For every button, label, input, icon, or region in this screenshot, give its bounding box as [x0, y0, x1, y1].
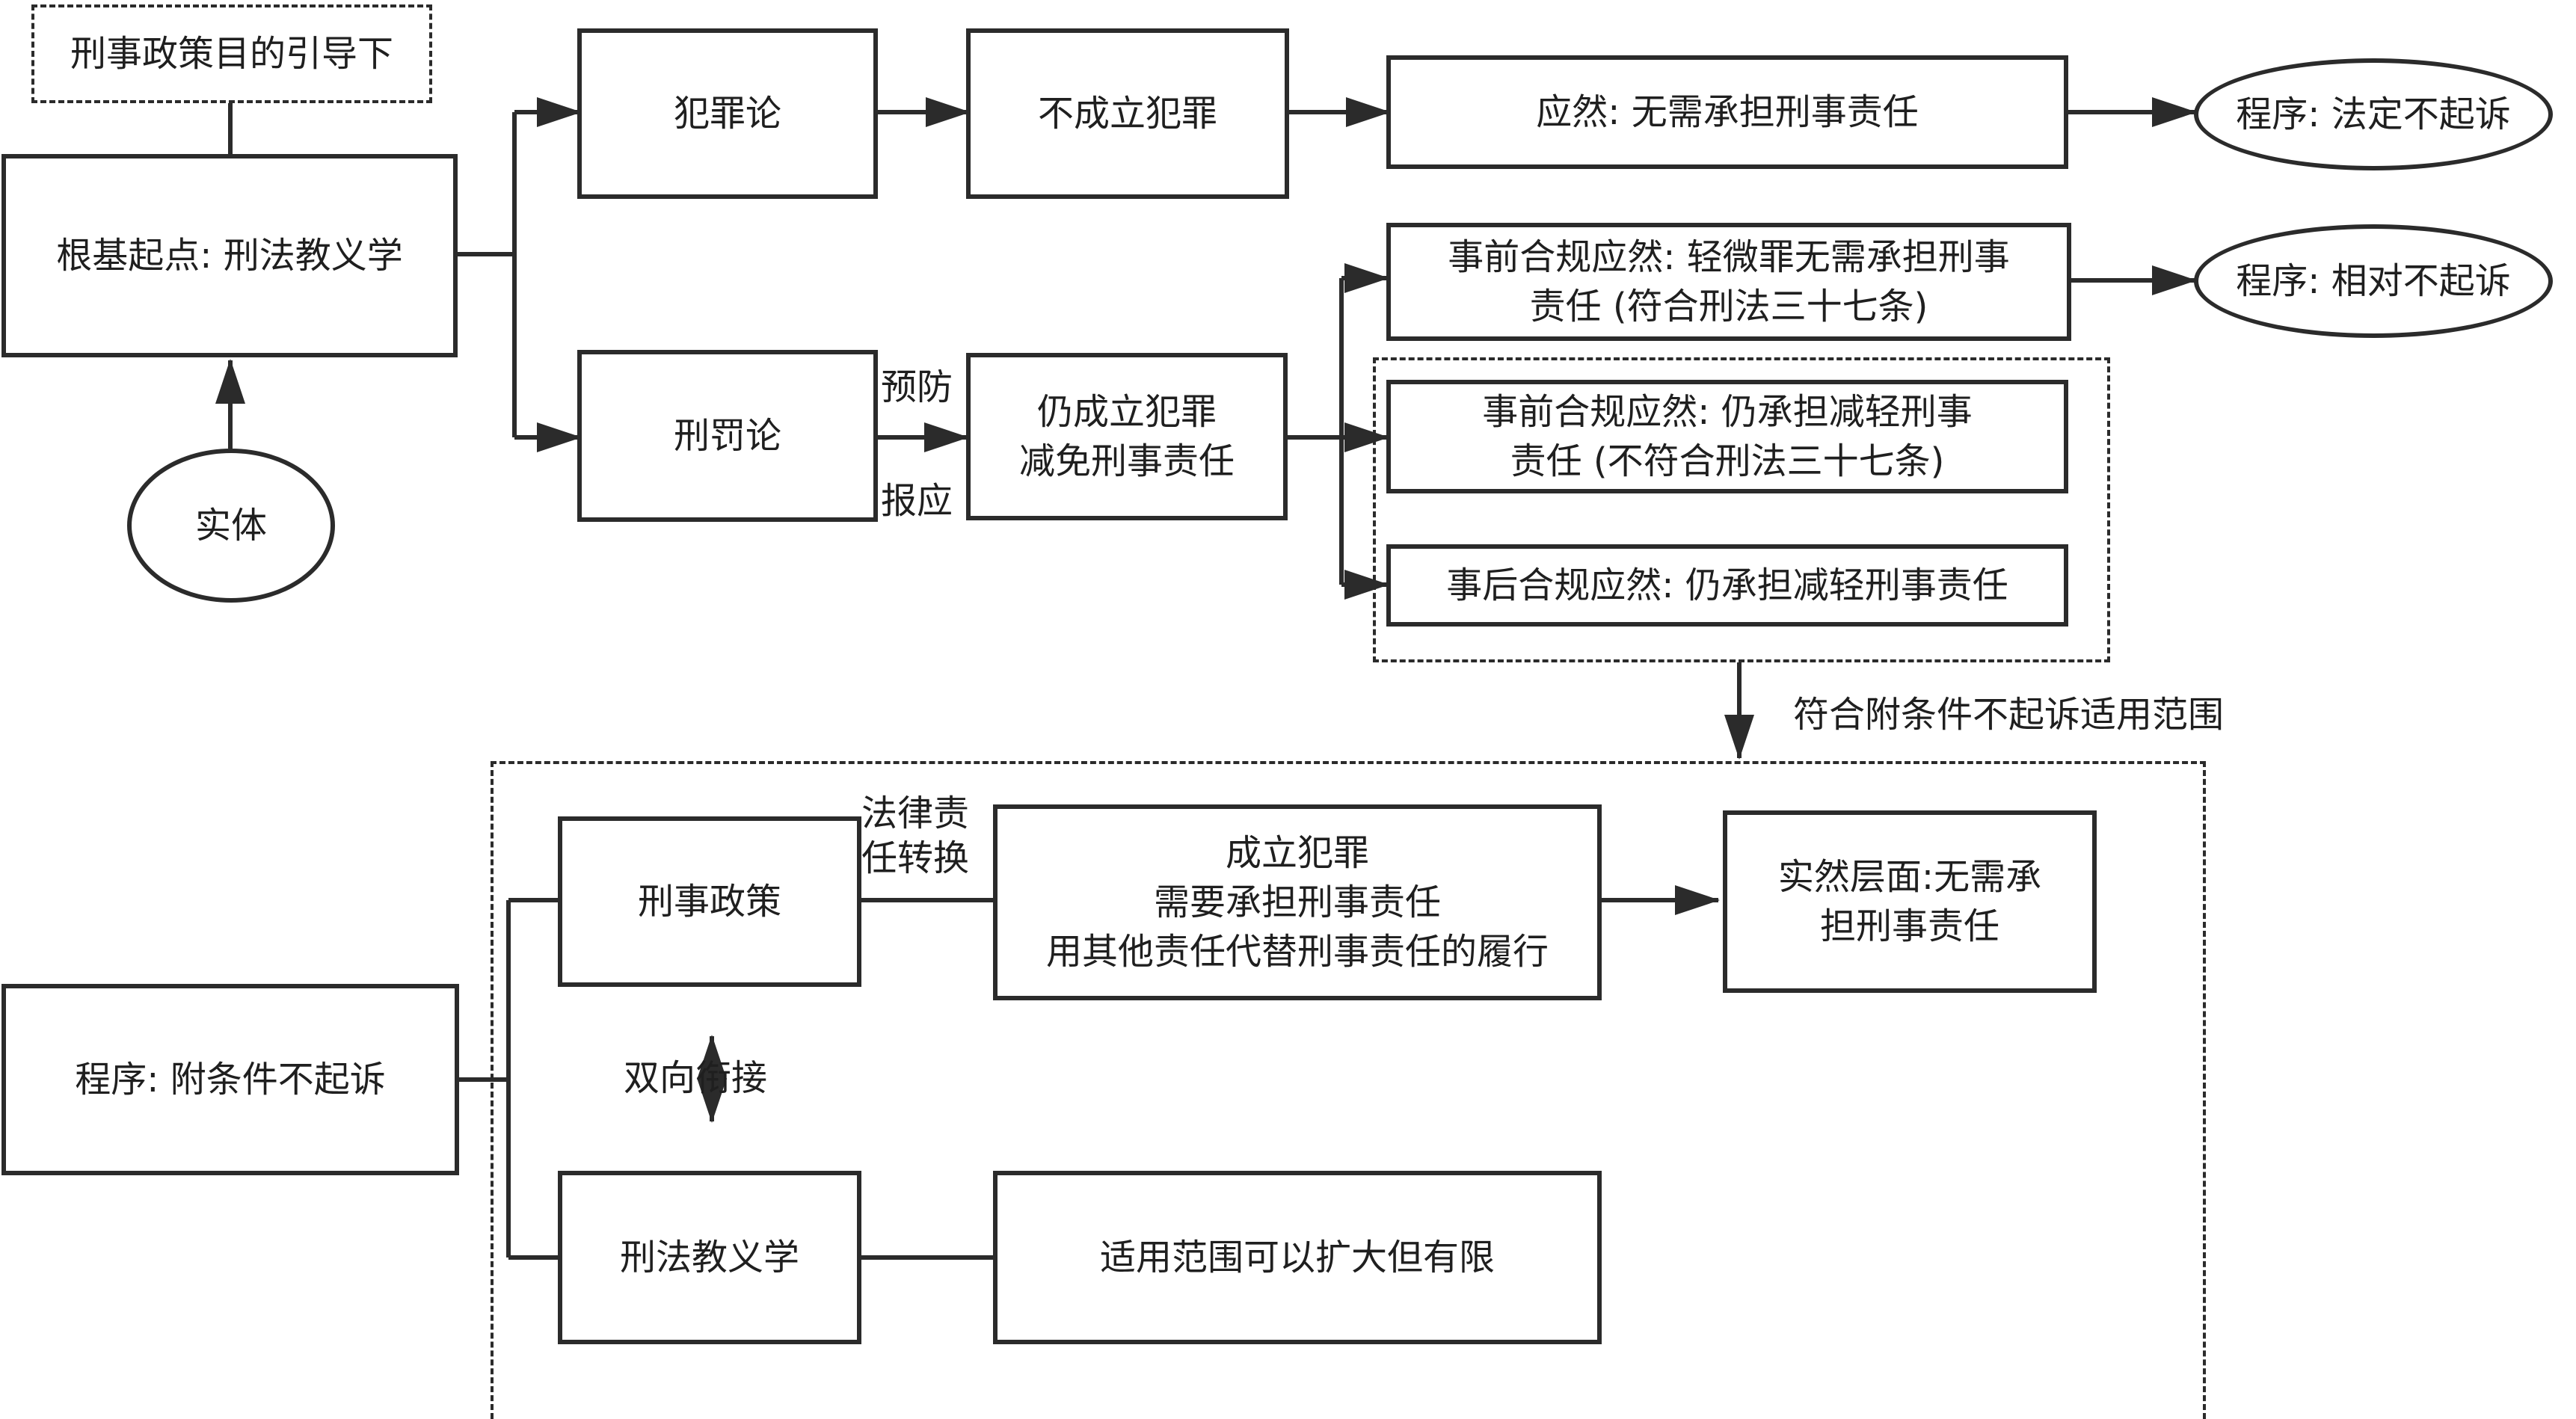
node-criminal-dogmatics: 刑法教义学	[558, 1171, 861, 1344]
node-ought-no-liability: 应然: 无需承担刑事责任	[1386, 55, 2068, 169]
node-crime-established: 成立犯罪 需要承担刑事责任 用其他责任代替刑事责任的履行	[993, 804, 1602, 1000]
node-scope-expandable: 适用范围可以扩大但有限	[993, 1171, 1602, 1344]
label-prevention: 预防	[881, 366, 953, 408]
dashed-region-pre-post	[1373, 357, 2110, 662]
node-punishment-theory: 刑罚论	[577, 350, 878, 522]
label-liability-transfer: 法律责 任转换	[861, 792, 970, 879]
node-crime-reduced: 仍成立犯罪 减免刑事责任	[966, 353, 1288, 520]
node-post-compliance-reduced: 事后合规应然: 仍承担减轻刑事责任	[1386, 544, 2068, 627]
node-pre-compliance-reduced: 事前合规应然: 仍承担减轻刑事 责任 (不符合刑法三十七条)	[1386, 380, 2068, 493]
label-retribution: 报应	[881, 480, 953, 522]
node-crime-theory: 犯罪论	[577, 28, 878, 199]
node-root: 根基起点: 刑法教义学	[1, 154, 458, 357]
node-statutory-non-prosecution: 程序: 法定不起诉	[2194, 58, 2553, 170]
node-pre-compliance-minor: 事前合规应然: 轻微罪无需承担刑事 责任 (符合刑法三十七条)	[1386, 223, 2071, 341]
node-no-crime: 不成立犯罪	[966, 28, 1289, 199]
node-criminal-policy: 刑事政策	[558, 816, 861, 987]
node-policy-guidance: 刑事政策目的引导下	[31, 4, 432, 103]
label-two-way-link: 双向衔接	[624, 1057, 768, 1099]
node-substance: 实体	[127, 449, 335, 603]
dashed-region-lower	[491, 761, 2206, 1419]
label-scope-condition: 符合附条件不起诉适用范围	[1793, 694, 2225, 736]
node-relative-non-prosecution: 程序: 相对不起诉	[2194, 224, 2553, 338]
node-actual-no-liability: 实然层面:无需承 担刑事责任	[1723, 810, 2097, 993]
node-conditional-non-prosecution: 程序: 附条件不起诉	[1, 984, 459, 1175]
